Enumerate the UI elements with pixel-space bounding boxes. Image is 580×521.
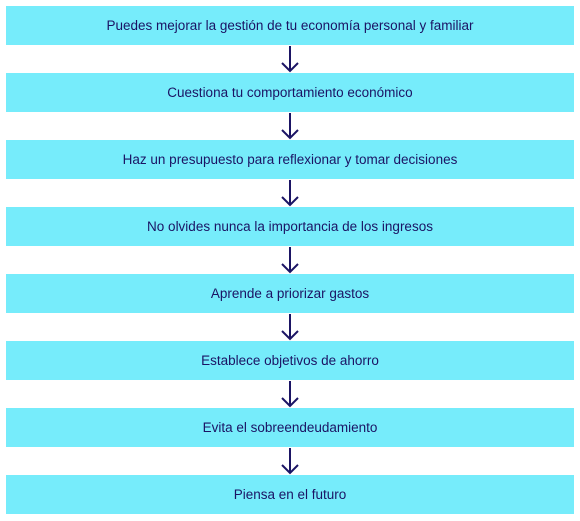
step-box-5: Aprende a priorizar gastos (6, 274, 574, 313)
arrow-down-icon (278, 45, 302, 73)
arrow-down-icon (278, 246, 302, 274)
step-box-6: Establece objetivos de ahorro (6, 341, 574, 380)
step-label-6: Establece objetivos de ahorro (201, 353, 379, 368)
arrow-down-icon (278, 447, 302, 475)
step-label-8: Piensa en el futuro (233, 487, 347, 502)
step-label-2: Cuestiona tu comportamiento económico (167, 85, 413, 100)
arrow-down-icon (278, 380, 302, 408)
step-label-3: Haz un presupuesto para reflexionar y to… (122, 152, 458, 167)
arrow-down-icon (278, 112, 302, 140)
step-box-8: Piensa en el futuro (6, 475, 574, 514)
step-label-4: No olvides nunca la importancia de los i… (147, 219, 433, 234)
arrow-down-icon (278, 313, 302, 341)
arrow-down-icon (278, 179, 302, 207)
step-box-2: Cuestiona tu comportamiento económico (6, 73, 574, 112)
step-box-1: Puedes mejorar la gestión de tu economía… (6, 6, 574, 45)
step-label-5: Aprende a priorizar gastos (210, 286, 370, 301)
step-box-7: Evita el sobreendeudamiento (6, 408, 574, 447)
step-label-1: Puedes mejorar la gestión de tu economía… (106, 18, 474, 33)
step-label-7: Evita el sobreendeudamiento (202, 420, 378, 435)
step-box-4: No olvides nunca la importancia de los i… (6, 207, 574, 246)
step-box-3: Haz un presupuesto para reflexionar y to… (6, 140, 574, 179)
